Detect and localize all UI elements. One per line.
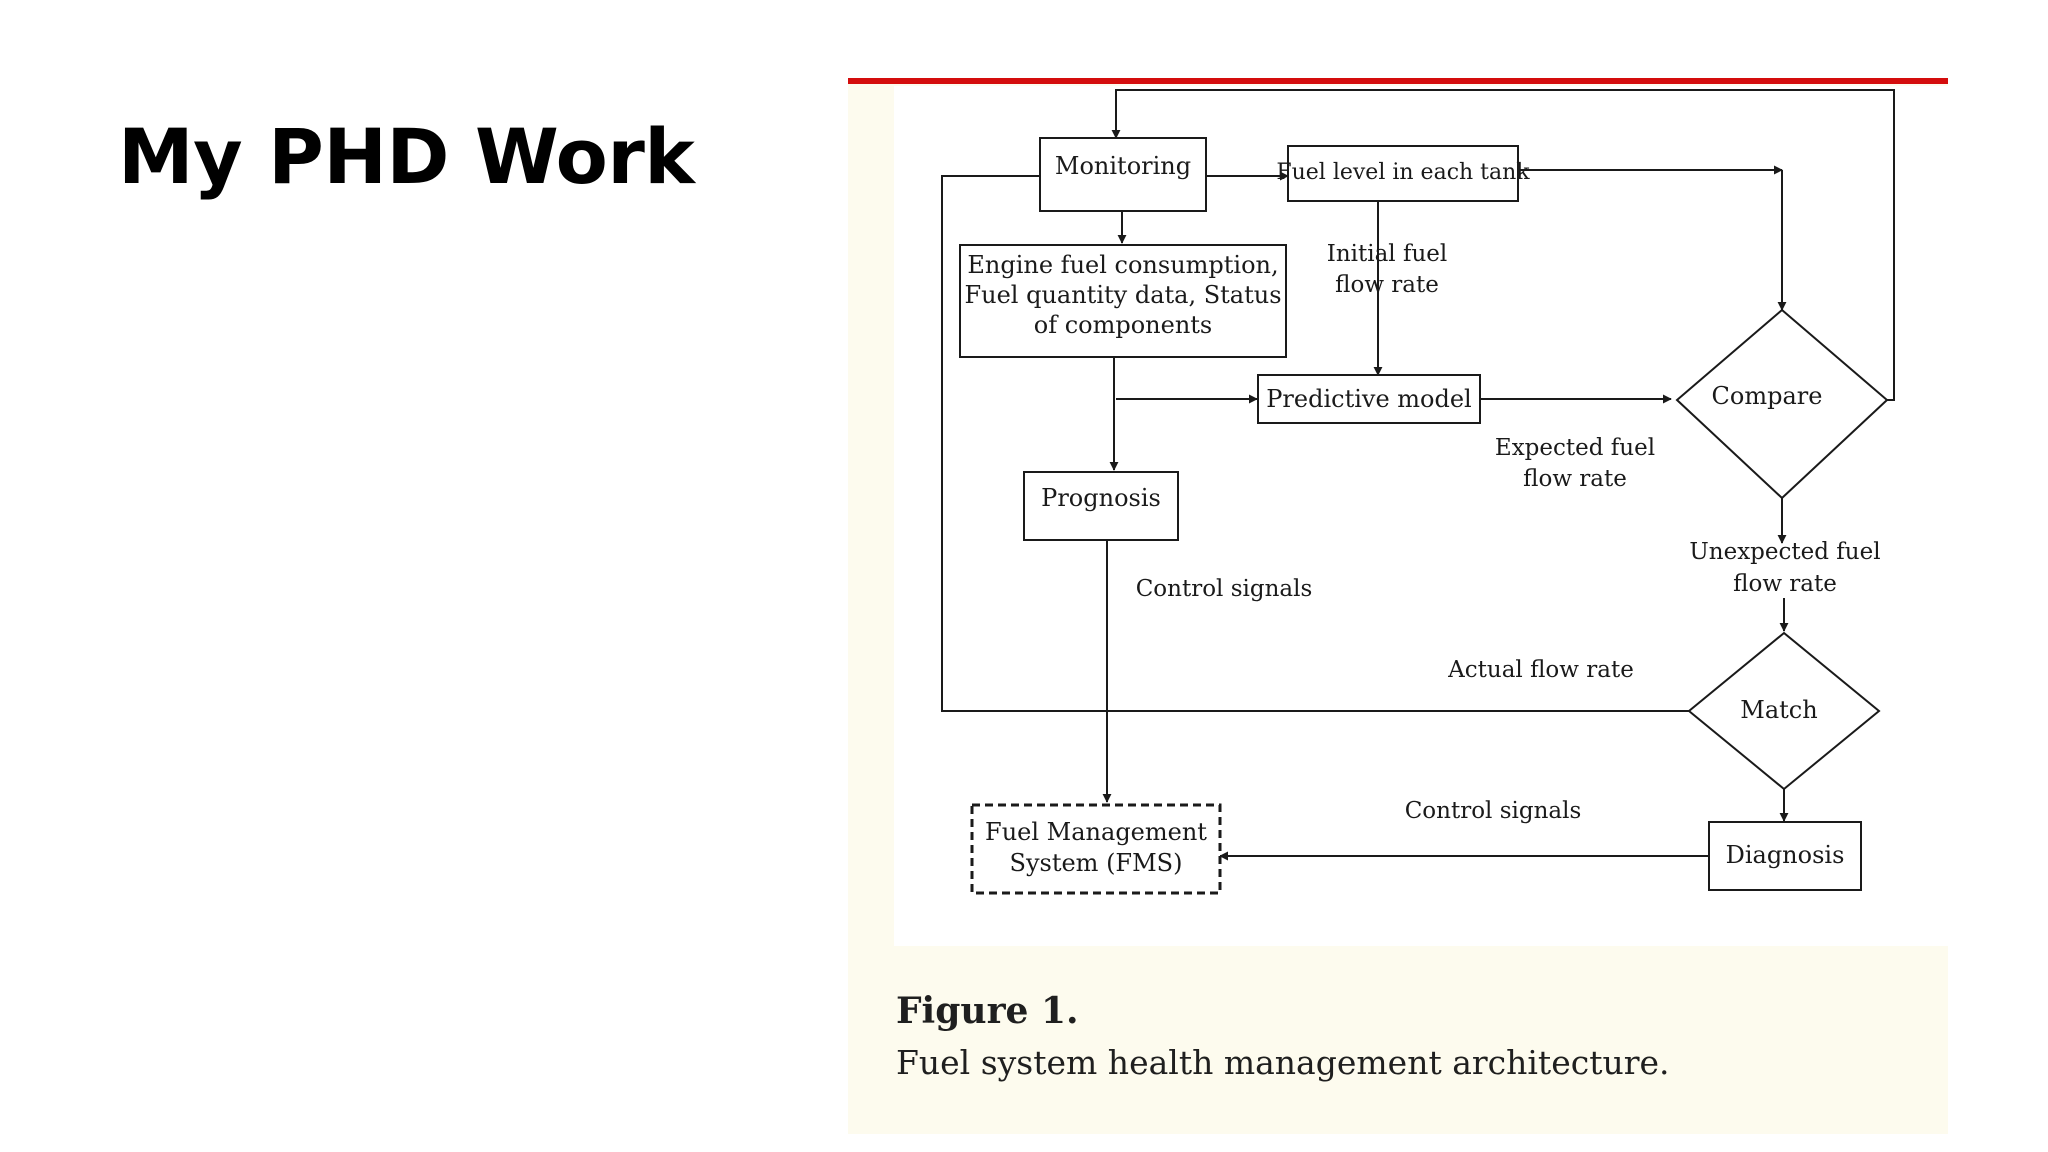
node-engine-data — [959, 244, 1287, 358]
label-engine-data: Engine fuel consumption,Fuel quantity da… — [964, 251, 1281, 339]
label-control-signals-diagnosis: Control signals — [1405, 798, 1582, 824]
node-diagnosis — [1708, 821, 1862, 891]
node-compare — [1675, 308, 1889, 500]
node-monitoring — [1039, 137, 1207, 212]
label-compare: Compare — [1712, 382, 1823, 410]
edge-compare-to-monitoring — [1111, 89, 1895, 401]
edge-match-to-monitoring — [941, 175, 1691, 712]
label-control-signals-prognosis: Control signals — [1136, 576, 1313, 602]
label-match: Match — [1740, 696, 1817, 724]
flowchart-diagram: Monitoring Fuel level in each tankEngine … — [894, 86, 1948, 946]
figure-top-rule — [848, 78, 1948, 84]
label-diagnosis: Diagnosis — [1726, 841, 1845, 869]
label-predictive-model: Predictive model — [1266, 385, 1471, 413]
label-actual-flow-rate: Actual flow rate — [1447, 657, 1634, 683]
slide-title: My PHD Work — [118, 112, 695, 201]
label-prognosis: Prognosis — [1041, 484, 1161, 512]
node-fms — [970, 803, 1222, 895]
node-fuel-level — [1287, 145, 1519, 202]
label-monitoring: Monitoring — [1055, 152, 1191, 180]
figure-caption: Fuel system health management architectu… — [896, 1043, 1670, 1082]
label-fuel-level: Fuel level in each tank — [1276, 160, 1530, 185]
figure-label: Figure 1. — [896, 990, 1079, 1032]
node-match — [1687, 631, 1881, 791]
node-predictive-model — [1257, 374, 1481, 424]
node-prognosis — [1023, 471, 1179, 541]
